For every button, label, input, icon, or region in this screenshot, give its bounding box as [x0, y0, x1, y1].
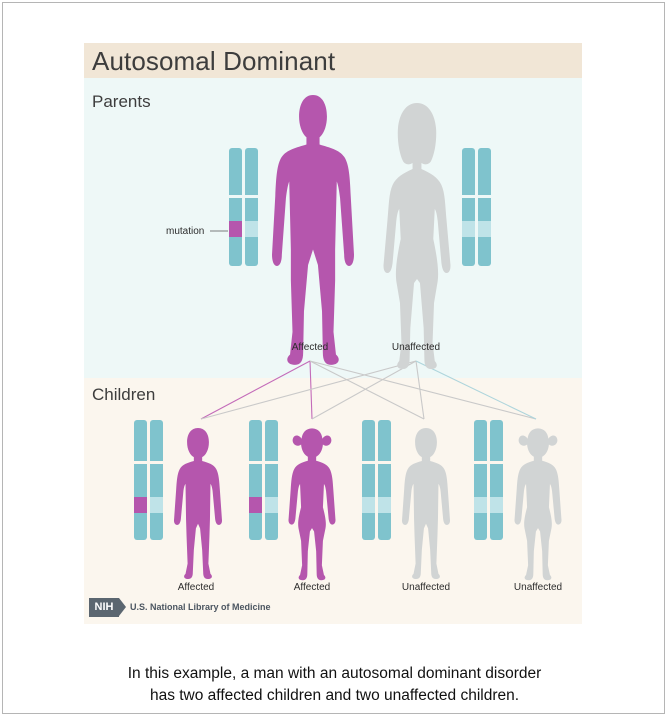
line-mother-child1: [200, 360, 417, 420]
line-mother-child3: [415, 360, 425, 420]
mutation-band: [229, 221, 242, 237]
child2-girl-affected-figure: [288, 428, 336, 581]
child2-status-label: Affected: [294, 582, 331, 593]
nih-logo: NIH: [89, 598, 119, 617]
child4-chromosome-pair: [474, 420, 503, 540]
child3-chromosome-pair: [362, 420, 391, 540]
mother-unaffected-figure: [383, 103, 451, 369]
caption-line-2: has two affected children and two unaffe…: [149, 687, 520, 704]
line-mother-child2: [311, 360, 417, 420]
inheritance-lines: [200, 360, 537, 420]
line-father-child1: [200, 360, 311, 420]
child1-status-label: Affected: [178, 582, 215, 593]
father-chromosome-right: [245, 148, 258, 266]
father-affected-figure: [272, 95, 354, 365]
children-label: Children: [92, 385, 156, 404]
child1-boy-affected-figure: [173, 428, 223, 580]
nih-logo-chevron-icon: [119, 598, 126, 616]
figure-title: Autosomal Dominant: [92, 46, 336, 76]
child3-boy-unaffected-figure: [401, 428, 451, 580]
line-father-child2: [309, 360, 313, 420]
figure-caption: In this example, a man with an autosomal…: [0, 663, 669, 707]
parents-label: Parents: [92, 92, 151, 111]
line-mother-child4: [415, 360, 537, 420]
child4-girl-unaffected-figure: [514, 428, 562, 581]
nlm-credit: U.S. National Library of Medicine: [130, 602, 271, 612]
father-status-label: Affected: [292, 342, 329, 353]
child2-chromosome-pair: [249, 420, 278, 540]
mother-status-label: Unaffected: [392, 342, 440, 353]
line-father-child3: [309, 360, 425, 420]
pedigree-diagram: mutation Affected Unaffected: [134, 95, 562, 593]
inheritance-figure: Autosomal Dominant Parents Children: [84, 43, 582, 624]
father-chromosome-pair: [210, 148, 258, 266]
child4-status-label: Unaffected: [514, 582, 562, 593]
father-chromosome-left: [229, 148, 242, 266]
title-band: Autosomal Dominant: [84, 43, 582, 78]
caption-line-1: In this example, a man with an autosomal…: [127, 665, 542, 682]
mother-chromosome-pair: [462, 148, 491, 266]
mutation-label: mutation: [166, 226, 204, 237]
line-father-child4: [309, 360, 537, 420]
child1-chromosome-pair: [134, 420, 163, 540]
child3-status-label: Unaffected: [402, 582, 450, 593]
